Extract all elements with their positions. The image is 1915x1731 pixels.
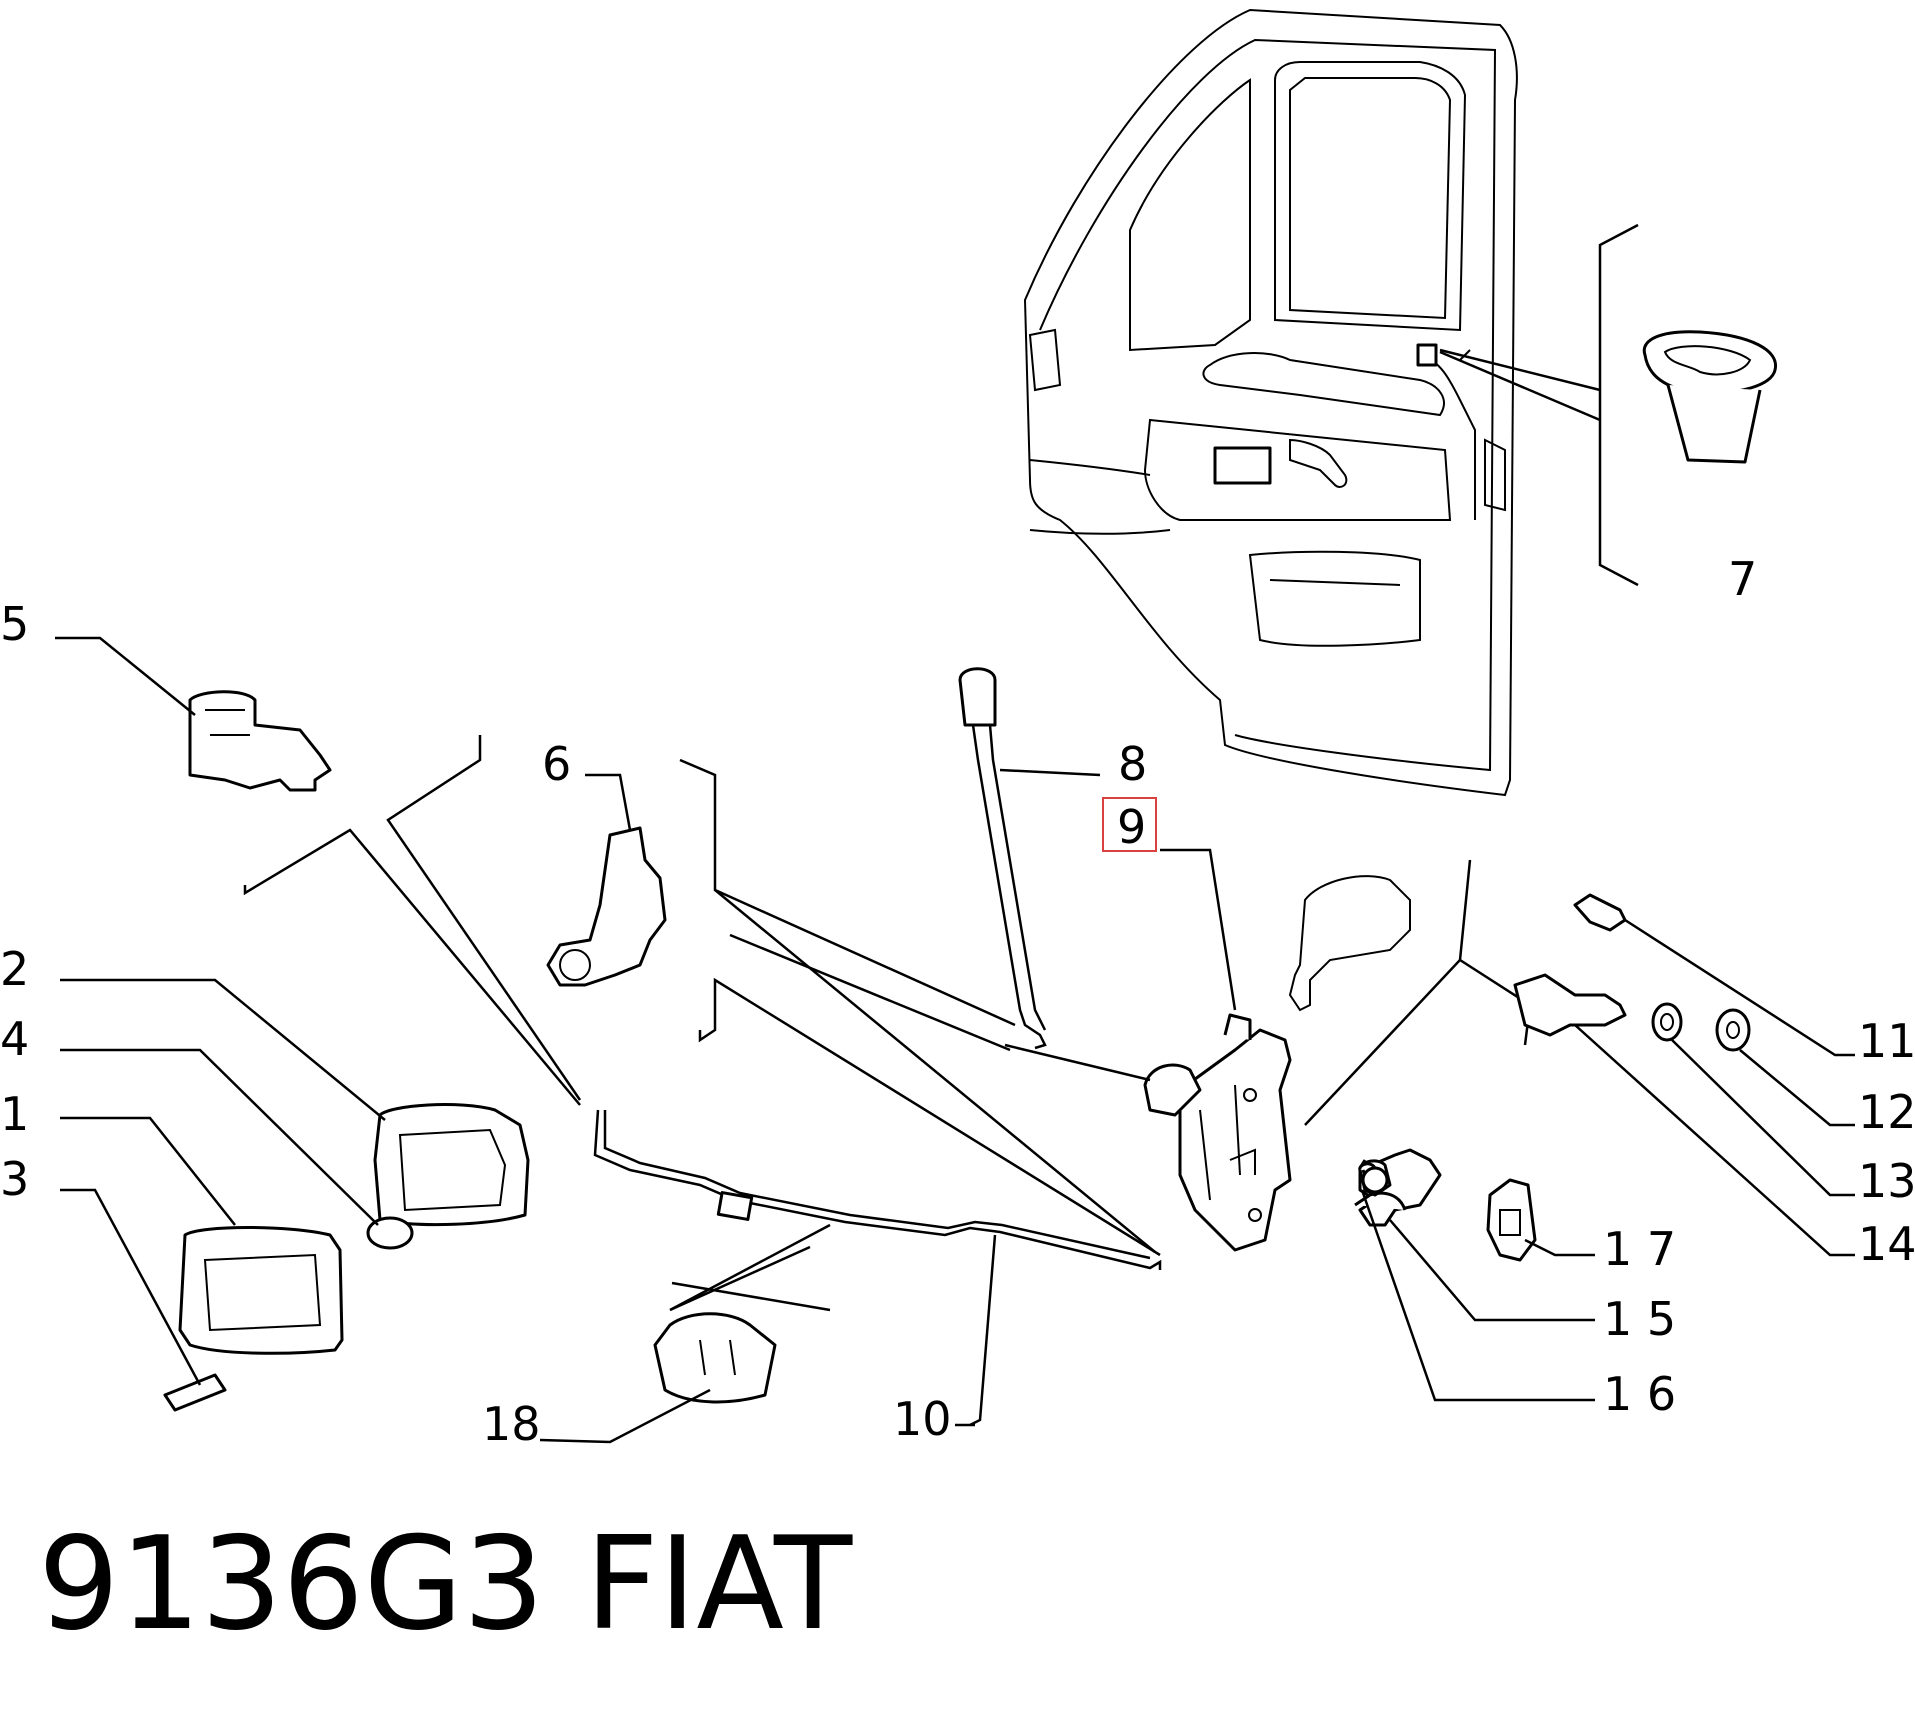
callout-16: 1 6 bbox=[1603, 1367, 1676, 1421]
callout-6: 6 bbox=[542, 737, 571, 791]
callout-2: 2 bbox=[0, 942, 29, 996]
callout-10: 10 bbox=[893, 1392, 952, 1446]
diagram-code: 9136G3 bbox=[38, 1510, 545, 1659]
callout-labels: 1 2 3 4 5 6 7 8 9 10 11 12 13 14 1 5 1 6… bbox=[0, 552, 1915, 1451]
callout-17: 1 7 bbox=[1603, 1222, 1676, 1276]
door-outline bbox=[1023, 8, 1518, 797]
callout-1: 1 bbox=[0, 1087, 29, 1141]
callout-12: 12 bbox=[1858, 1085, 1915, 1139]
brand-name: FIAT bbox=[585, 1510, 853, 1659]
parts-hardware bbox=[1288, 875, 1855, 1402]
callout-3: 3 bbox=[0, 1152, 29, 1206]
callout-9-highlight bbox=[1102, 797, 1157, 852]
part-6-bracket bbox=[546, 773, 667, 987]
callout-14: 14 bbox=[1858, 1217, 1915, 1271]
callout-13: 13 bbox=[1858, 1154, 1915, 1208]
callout-9: 9 bbox=[1117, 800, 1146, 854]
part-8-rod bbox=[958, 667, 1101, 1050]
callout-4: 4 bbox=[0, 1012, 29, 1066]
part-10-rod bbox=[593, 1109, 1162, 1427]
callout-15: 1 5 bbox=[1603, 1292, 1676, 1346]
parts-handle-group bbox=[60, 978, 530, 1412]
callout-18: 18 bbox=[482, 1397, 541, 1451]
callout-7: 7 bbox=[1728, 552, 1757, 606]
part-7-grommet bbox=[1642, 330, 1778, 464]
bracket-7 bbox=[1439, 223, 1639, 587]
callout-11: 11 bbox=[1858, 1014, 1915, 1068]
bracket-lines bbox=[243, 735, 1532, 1257]
callout-8: 8 bbox=[1118, 737, 1147, 791]
part-9-lock bbox=[1004, 848, 1292, 1252]
callout-5: 5 bbox=[0, 597, 29, 651]
part-18-clip bbox=[539, 1223, 831, 1444]
part-5-bracket bbox=[55, 636, 332, 792]
